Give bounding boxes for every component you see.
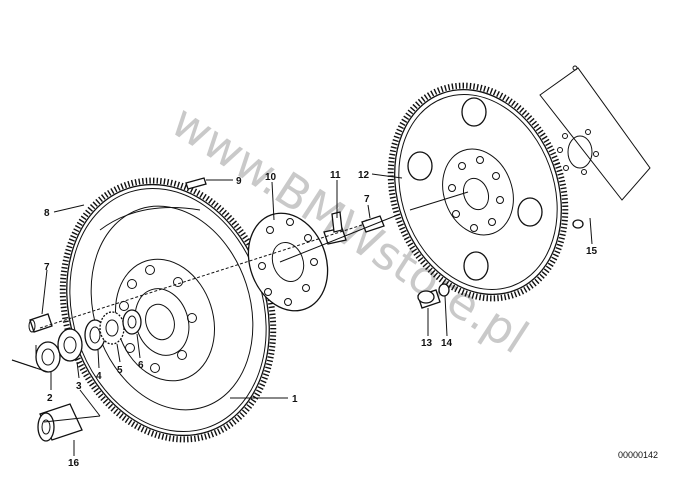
- bushing-part-2: [35, 341, 61, 373]
- sleeve-part-16: [37, 403, 83, 442]
- callout-6: 6: [138, 360, 144, 371]
- leader-lines: [11, 173, 593, 456]
- washer-part-14: [438, 283, 450, 297]
- callout-12: 12: [358, 170, 370, 181]
- flywheel-bolt-holes: [119, 265, 197, 373]
- callout-8: 8: [44, 208, 50, 219]
- adapter-plate: [539, 65, 651, 201]
- washer-part-6: [122, 309, 142, 335]
- callout-2: 2: [47, 393, 53, 404]
- bearing-part-3: [57, 328, 83, 362]
- bolt-part-13: [417, 289, 441, 309]
- callout-5: 5: [117, 365, 123, 376]
- drive-plate: [247, 212, 329, 312]
- bearing-stack: [35, 309, 142, 373]
- pin-part-9: [185, 177, 207, 190]
- callout-3: 3: [76, 381, 82, 392]
- callout-13: 13: [421, 338, 433, 349]
- callout-1: 1: [292, 394, 298, 405]
- washer-part-15: [572, 219, 584, 229]
- callouts: 1 2 3 4 5 6 7 7 8 9 10 11 12 13 14 15 16: [44, 170, 598, 469]
- callout-15: 15: [586, 246, 598, 257]
- ring-gear: [387, 82, 569, 302]
- callout-11: 11: [330, 170, 341, 181]
- callout-9: 9: [236, 176, 242, 187]
- dowel-pin-left: [28, 313, 53, 333]
- callout-10: 10: [265, 172, 277, 183]
- callout-7-left: 7: [44, 262, 50, 273]
- bearing-part-5: [99, 311, 125, 345]
- document-number: 00000142: [618, 450, 658, 460]
- callout-14: 14: [441, 338, 453, 349]
- callout-4: 4: [96, 371, 102, 382]
- callout-16: 16: [68, 458, 80, 469]
- callout-7-right: 7: [364, 194, 370, 205]
